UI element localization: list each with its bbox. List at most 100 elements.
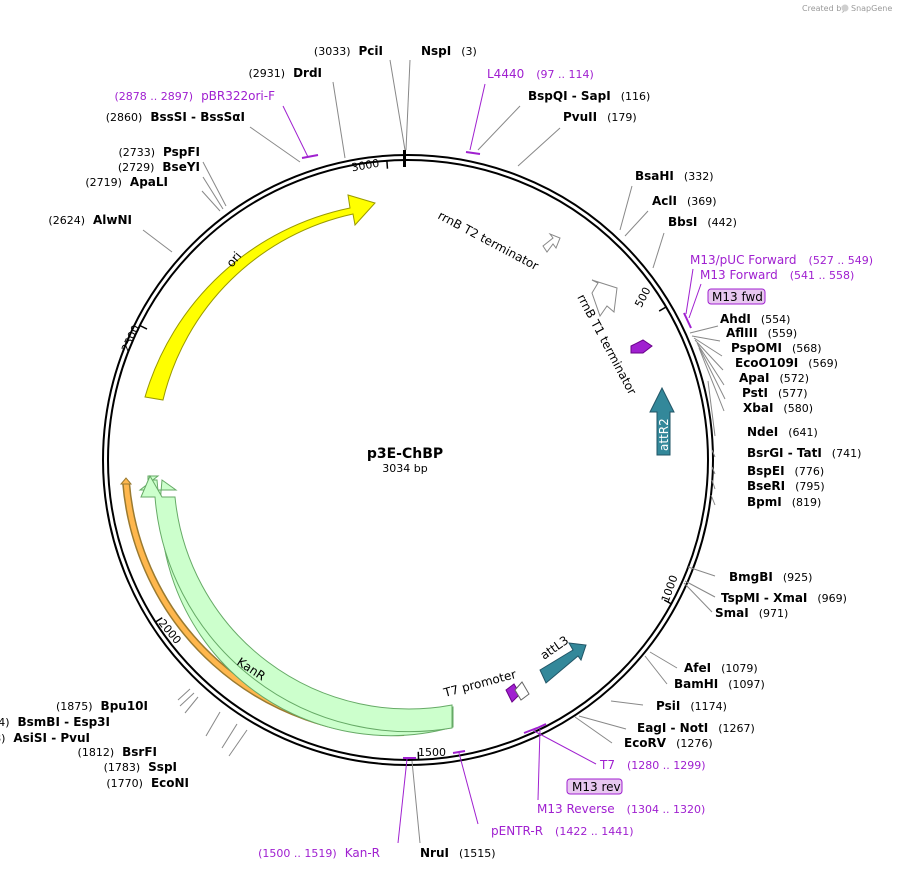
m13rev-box-label: M13 rev — [572, 780, 621, 794]
enzyme-name-bsrfi: BsrFI — [122, 745, 157, 759]
enzyme-pos-bmgbi: (925) — [783, 571, 813, 584]
leader-bsrfi — [205, 711, 221, 737]
enzyme-pos-bseyi: (2729) — [118, 161, 155, 174]
backbone-inner — [107, 159, 709, 761]
enzyme-pos-bamhi: (1097) — [728, 678, 765, 691]
attr2-feature — [649, 386, 675, 456]
leader-nrui — [411, 760, 421, 844]
enzyme-pos-bspei: (776) — [795, 465, 825, 478]
primer-name-m13-puc-forward: M13/pUC Forward — [690, 253, 797, 267]
enzyme-ahdi: AhdI(554) — [720, 312, 790, 326]
enzyme-name-ndei: NdeI — [747, 425, 778, 439]
enzyme-pos-pvuii: (179) — [607, 111, 637, 124]
enzyme-pos-pspfi: (2733) — [118, 146, 155, 159]
leader-bsssi-bsss-i — [249, 126, 301, 163]
tick-label-1000: 1000 — [659, 573, 681, 604]
enzyme-pos-ecoo109i: (569) — [808, 357, 838, 370]
m13fwd-box: M13 fwd — [707, 288, 766, 305]
enzyme-name-pspfi: PspFI — [163, 145, 200, 159]
leader-bbsi — [652, 232, 665, 269]
enzyme-name-ecorv: EcoRV — [624, 736, 667, 750]
leader-eagi-noti — [578, 715, 627, 730]
enzyme-name-bbsi: BbsI — [668, 215, 697, 229]
credit-text: Created by — [802, 4, 846, 13]
enzyme-pos-eagi-noti: (1267) — [718, 722, 755, 735]
enzyme-pos-psii: (1174) — [690, 700, 727, 713]
enzyme-pos-afliii: (559) — [768, 327, 798, 340]
rrnbt2-feature — [542, 232, 561, 253]
t7prom-feature — [514, 681, 530, 701]
leader-ecorv — [574, 716, 613, 744]
leader-ndei — [707, 380, 716, 437]
enzyme-name-psti: PstI — [742, 386, 768, 400]
enzyme-pos-bbsi: (442) — [707, 216, 737, 229]
primer-leader-pentr-r — [458, 752, 479, 825]
enzyme-pos-nrui: (1515) — [459, 847, 496, 860]
enzyme-pos-bpmi: (819) — [792, 496, 822, 509]
enzyme-bsahi: BsaHI(332) — [635, 169, 714, 183]
primer-mark-pbr322 — [301, 154, 319, 159]
leader-afliii — [691, 335, 721, 342]
enzyme-name-eagi-noti: EagI - NotI — [637, 721, 708, 735]
plasmid-size: 3034 bp — [382, 462, 427, 475]
primer-leader-t7 — [533, 730, 597, 765]
enzyme-name-alwni: AlwNI — [93, 213, 132, 227]
leader-bsmbi-esp3i — [179, 692, 195, 707]
enzyme-name-pcii: PciI — [359, 44, 384, 58]
tick-2500 — [139, 324, 148, 330]
enzyme-name-ecoo109i: EcoO109I — [735, 356, 798, 370]
enzyme-pos-pcii: (3033) — [314, 45, 351, 58]
tick-3000 — [386, 160, 389, 169]
primer-m13-forward: M13 Forward(541 .. 558) — [700, 268, 854, 282]
enzyme-name-bsssi-bsss-i: BssSI - BssSαI — [150, 110, 245, 124]
plasmid-name: p3E-ChBP — [367, 446, 443, 462]
tick-label-1500: 1500 — [418, 746, 446, 759]
enzyme-pos-sspi: (1783) — [104, 761, 141, 774]
enzyme-bsmbi-esp3i: BsmBI - Esp3I(1874) — [0, 715, 110, 729]
primer-l4440: L4440(97 .. 114) — [487, 67, 594, 81]
leader-bpu10i — [177, 688, 191, 701]
site-labels: PciI(3033)NspI(3)DrdI(2931)BspQI - SapI(… — [0, 44, 873, 860]
tick-2000 — [155, 617, 163, 623]
enzyme-nspi: NspI(3) — [421, 44, 477, 58]
enzyme-name-bmgbi: BmgBI — [729, 570, 773, 584]
leader-bspqi-sapi — [477, 105, 521, 151]
enzyme-name-bamhi: BamHI — [674, 677, 718, 691]
enzyme-name-afei: AfeI — [684, 661, 711, 675]
enzyme-afei: AfeI (1079) — [684, 661, 758, 675]
leader-apai — [696, 342, 725, 386]
primer-name-l4440: L4440 — [487, 67, 524, 81]
primer-range-m13-puc-forward: (527 .. 549) — [809, 254, 874, 267]
enzyme-name-bsahi: BsaHI — [635, 169, 674, 183]
primer-range-m13-forward: (541 .. 558) — [790, 269, 855, 282]
tick-label-500: 500 — [632, 285, 653, 310]
enzyme-apali: ApaLI(2719) — [85, 175, 168, 189]
enzyme-pos-afei: (1079) — [721, 662, 758, 675]
enzyme-name-bseyi: BseYI — [162, 160, 200, 174]
attr2-label: attR2 — [657, 418, 671, 451]
enzyme-pos-bsssi-bsss-i: (2860) — [106, 111, 143, 124]
leader-sspi — [221, 723, 238, 749]
primer-leader-m13-reverse — [537, 728, 541, 801]
enzyme-bseyi: BseYI (2729) — [118, 160, 200, 174]
tick-label-3000: 3000 — [350, 157, 380, 175]
enzyme-pspfi: PspFI (2733) — [118, 145, 200, 159]
primer-t7: T7(1280 .. 1299) — [599, 758, 706, 772]
enzyme-nrui: NruI(1515) — [420, 846, 496, 860]
enzyme-bseri: BseRI(795) — [747, 479, 825, 493]
primer-name-pentr-r: pENTR-R — [491, 824, 543, 838]
snapgene-logo-icon — [841, 4, 849, 12]
enzyme-name-apai: ApaI — [739, 371, 769, 385]
attl3-feature — [539, 642, 587, 684]
ori-feature — [144, 194, 376, 401]
enzyme-name-econi: EcoNI — [151, 776, 189, 790]
leader-bamhi — [644, 655, 668, 685]
enzyme-bspei: BspEI(776) — [747, 464, 824, 478]
enzyme-pos-drdi: (2931) — [248, 67, 285, 80]
enzyme-pos-ecorv: (1276) — [676, 737, 713, 750]
enzyme-name-asisi-pvui: AsiSI - PvuI — [13, 731, 90, 745]
primer-name-kan-r: Kan-R — [345, 846, 380, 860]
leader-pcii — [389, 59, 406, 151]
leader-apali — [201, 190, 221, 212]
